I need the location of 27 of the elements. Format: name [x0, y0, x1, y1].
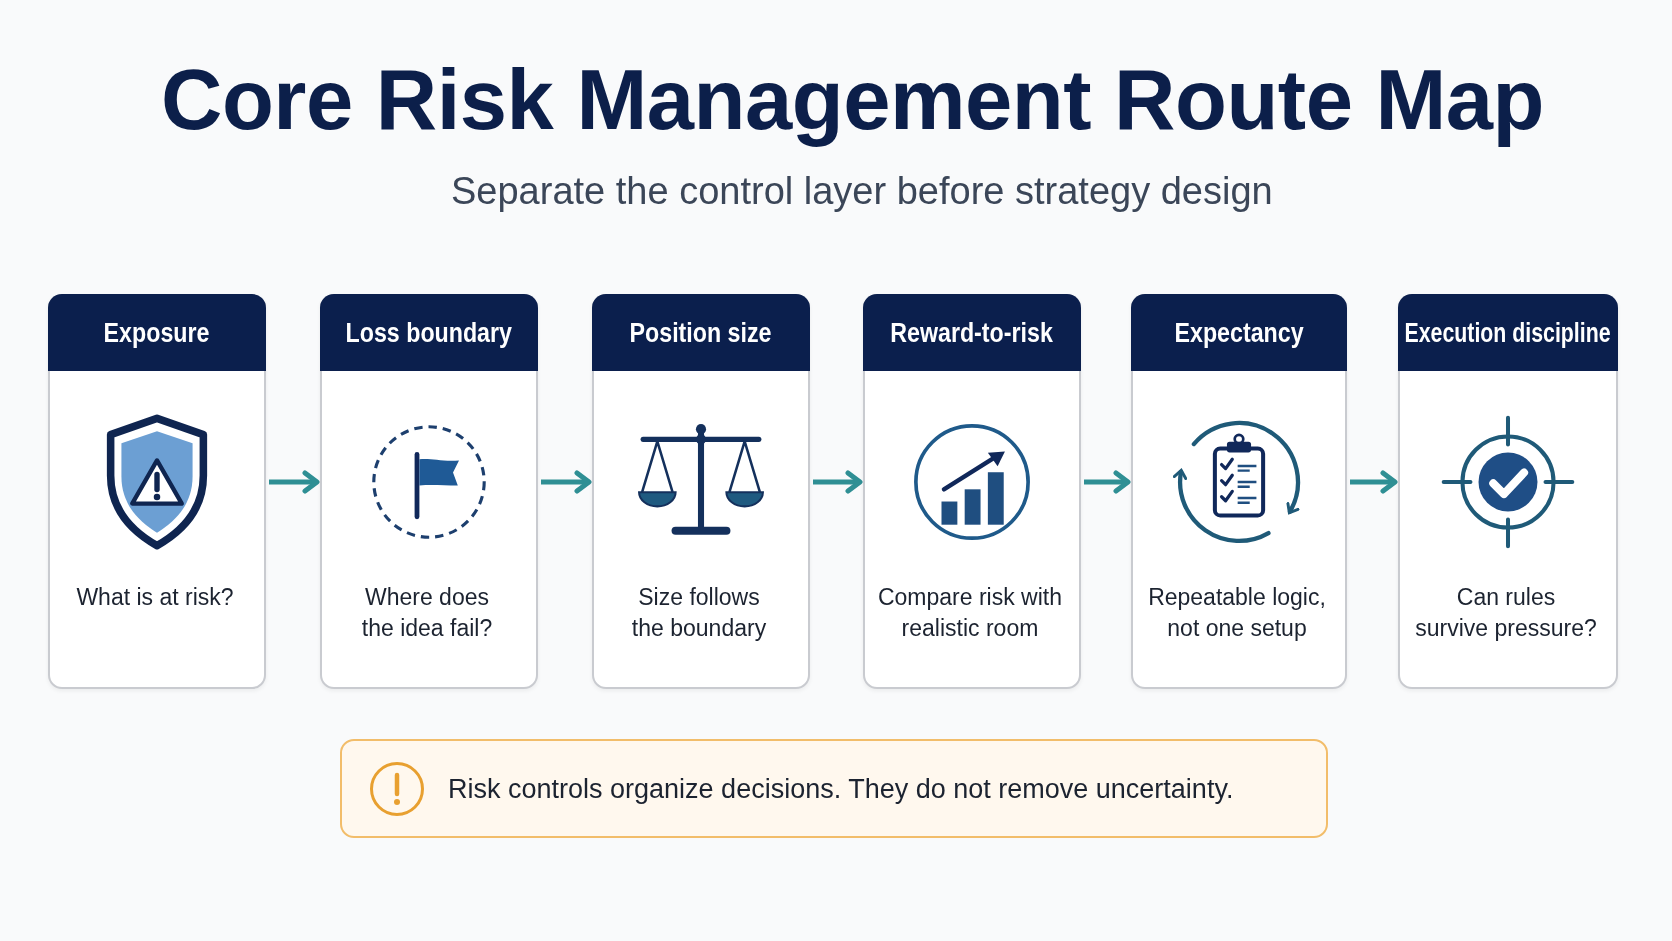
- step-title: Execution discipline: [1405, 316, 1611, 349]
- step-description: Can rules survive pressure?: [1414, 583, 1598, 643]
- step-description: Where does the idea fail?: [360, 583, 494, 643]
- arrow: [813, 470, 863, 494]
- step-card: [863, 294, 1081, 689]
- step-description: Repeatable logic, not one setup: [1147, 583, 1327, 643]
- note-banner: [340, 739, 1328, 838]
- step-title: Loss boundary: [345, 316, 513, 349]
- step-title: Exposure: [104, 316, 210, 349]
- arrow: [1084, 470, 1131, 494]
- step-card: [48, 294, 266, 689]
- step-description: Size follows the boundary: [630, 583, 768, 643]
- arrow: [269, 470, 320, 494]
- step-card: [320, 294, 538, 689]
- step-description: Compare risk with realistic room: [876, 583, 1063, 643]
- step-card: [1398, 294, 1618, 689]
- arrow: [1350, 470, 1398, 494]
- step-card: [1131, 294, 1347, 689]
- title: Core Risk Management Route Map: [161, 52, 1545, 148]
- step-title: Reward-to-risk: [890, 316, 1054, 349]
- step-description: What is at risk?: [75, 583, 235, 612]
- subtitle: Separate the control layer before strategy design: [451, 169, 1273, 214]
- arrow: [541, 470, 592, 494]
- step-title: Position size: [630, 316, 772, 349]
- note-text: Risk controls organize decisions. They do not remove uncertainty.: [448, 772, 1234, 806]
- step-card: [592, 294, 810, 689]
- step-title: Expectancy: [1174, 316, 1304, 349]
